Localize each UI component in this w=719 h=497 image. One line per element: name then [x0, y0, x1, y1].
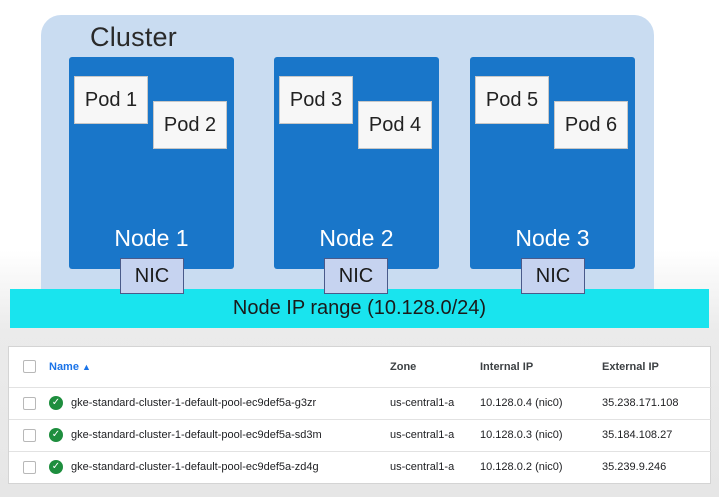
- internal-ip: 10.128.0.3: [480, 429, 532, 441]
- column-header-name-label: Name: [49, 360, 79, 373]
- nic-tag[interactable]: (nic0): [535, 397, 563, 409]
- row-select-cell: [9, 451, 37, 483]
- internal-ip-cell: 10.128.0.4 (nic0): [480, 387, 602, 419]
- table-row[interactable]: ✓ gke-standard-cluster-1-default-pool-ec9…: [9, 419, 712, 451]
- instance-name[interactable]: gke-standard-cluster-1-default-pool-ec9d…: [71, 396, 317, 409]
- instances-grid: Name▲ Zone Internal IP External IP ✓ gke-…: [9, 347, 712, 483]
- node-ip-range-bar: Node IP range (10.128.0/24): [10, 289, 709, 328]
- select-all-cell: [9, 347, 37, 387]
- instance-name[interactable]: gke-standard-cluster-1-default-pool-ec9d…: [71, 461, 319, 474]
- instance-name-cell: ✓ gke-standard-cluster-1-default-pool-ec9…: [37, 387, 390, 419]
- zone-cell: us-central1-a: [390, 461, 455, 474]
- select-all-checkbox[interactable]: [23, 360, 36, 374]
- sort-up-arrow-icon: ▲: [81, 361, 91, 372]
- internal-ip: 10.128.0.2: [480, 461, 532, 474]
- instance-name[interactable]: gke-standard-cluster-1-default-pool-ec9d…: [71, 428, 322, 441]
- node-3: Pod 5 Pod 6 Node 3: [470, 57, 635, 269]
- column-header-zone[interactable]: Zone: [390, 360, 417, 373]
- table-header-row: Name▲ Zone Internal IP External IP: [9, 347, 712, 387]
- row-checkbox[interactable]: [23, 396, 36, 410]
- vm-instances-table: Name▲ Zone Internal IP External IP ✓ gke-…: [8, 346, 712, 484]
- node-ip-range-label: Node IP range (10.128.0/24): [232, 297, 487, 319]
- internal-ip-cell: 10.128.0.2 (nic0): [480, 451, 602, 483]
- zone-cell: us-central1-a: [390, 429, 455, 441]
- pod-2: Pod 2: [153, 101, 227, 149]
- pod-6: Pod 6: [554, 101, 628, 149]
- internal-ip: 10.128.0.4: [480, 397, 532, 409]
- zone-cell: us-central1-a: [390, 397, 455, 409]
- node-1-nic: NIC: [120, 258, 184, 294]
- column-header-name[interactable]: Name▲: [37, 347, 390, 387]
- pod-5: Pod 5: [475, 76, 549, 124]
- row-select-cell: [9, 419, 37, 451]
- row-select-cell: [9, 387, 37, 419]
- node-3-nic: NIC: [521, 258, 585, 294]
- node-1: Pod 1 Pod 2 Node 1: [69, 57, 234, 269]
- instance-name-cell: ✓ gke-standard-cluster-1-default-pool-ec9…: [37, 451, 390, 483]
- external-ip-cell: 35.184.108.27: [602, 429, 673, 441]
- internal-ip-cell: 10.128.0.3 (nic0): [480, 419, 602, 451]
- node-2: Pod 3 Pod 4 Node 2: [274, 57, 439, 269]
- instance-name-cell: ✓ gke-standard-cluster-1-default-pool-ec9…: [37, 419, 390, 451]
- pod-4: Pod 4: [358, 101, 432, 149]
- table-row[interactable]: ✓ gke-standard-cluster-1-default-pool-ec9…: [9, 451, 712, 483]
- check-circle-icon: ✓: [49, 460, 63, 475]
- pod-3: Pod 3: [279, 76, 353, 124]
- external-ip-cell: 35.239.9.246: [602, 461, 667, 474]
- check-circle-icon: ✓: [49, 428, 63, 442]
- nic-tag[interactable]: (nic0): [535, 429, 563, 441]
- table-row[interactable]: ✓ gke-standard-cluster-1-default-pool-ec9…: [9, 387, 712, 419]
- row-checkbox[interactable]: [23, 428, 36, 442]
- pod-1: Pod 1: [74, 76, 148, 124]
- external-ip-cell: 35.238.171.108: [602, 397, 679, 409]
- cluster-label: Cluster: [90, 22, 177, 52]
- row-checkbox[interactable]: [23, 460, 36, 474]
- node-1-label: Node 1: [114, 225, 189, 251]
- column-header-internal-ip[interactable]: Internal IP: [480, 360, 534, 373]
- node-2-label: Node 2: [319, 225, 394, 251]
- node-3-label: Node 3: [515, 225, 590, 251]
- check-circle-icon: ✓: [49, 396, 63, 410]
- column-header-external-ip[interactable]: External IP: [602, 360, 659, 373]
- node-2-nic: NIC: [324, 258, 388, 294]
- nic-tag[interactable]: (nic0): [535, 461, 563, 474]
